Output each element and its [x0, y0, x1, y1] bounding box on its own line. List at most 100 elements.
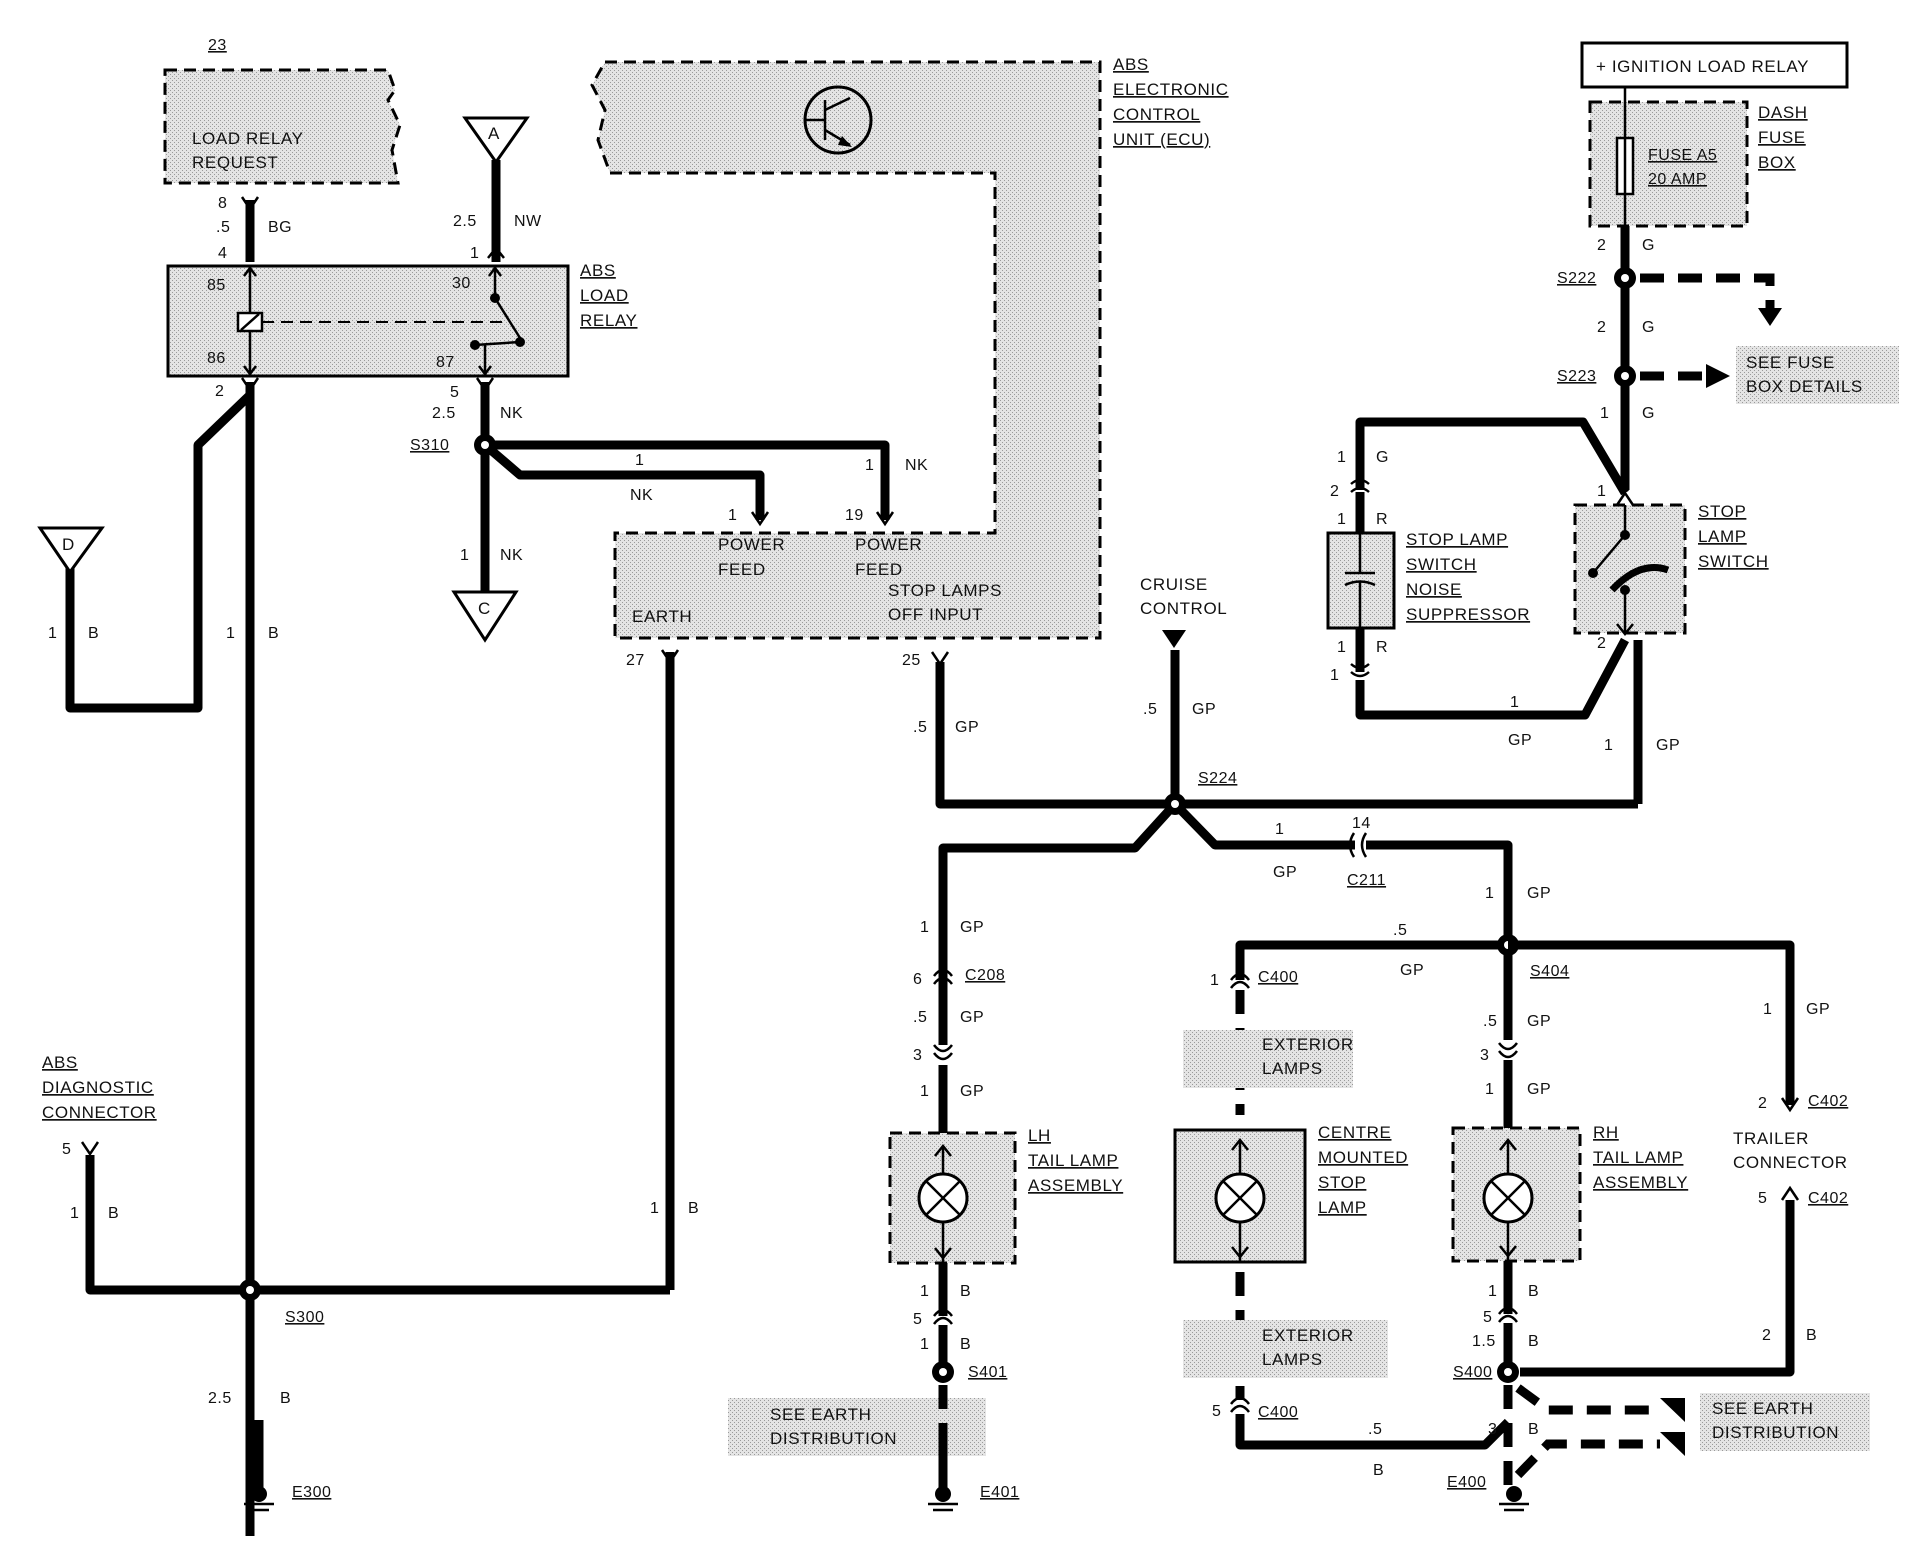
s404-label: S404: [1530, 963, 1569, 980]
c211-out-wire-gp: GP: [1527, 885, 1551, 902]
s310-wire-nk-1: NK: [630, 487, 653, 504]
abs-load-relay-label-3: RELAY: [580, 311, 638, 330]
ecu-label-3: CONTROL: [1113, 105, 1200, 124]
stop-switch-out-wire-size: 1: [1604, 737, 1613, 754]
suppressor-pin-1b: 1: [1330, 667, 1339, 684]
ecu-pin-25: 25: [902, 652, 921, 669]
trailer-wire-size-1: 1: [1763, 1001, 1772, 1018]
c400-pin-5: 5: [1212, 1403, 1221, 1420]
suppressor-wire-r-1: R: [1376, 511, 1388, 528]
suppressor-wire-size-2: 1: [1337, 639, 1346, 656]
c211-wire-size: 1: [1275, 821, 1284, 838]
trailer-wire-size-2: 2: [1762, 1327, 1771, 1344]
lh-wire-gp-1: GP: [960, 919, 984, 936]
s300-label: S300: [285, 1309, 324, 1326]
lh-see-earth-distribution-1: SEE EARTH: [770, 1405, 871, 1424]
rh-wire-size-15: 1.5: [1472, 1333, 1496, 1350]
ecu-stop-lamps: STOP LAMPS: [888, 581, 1002, 600]
lh-wire-size-1b: 1: [920, 1083, 929, 1100]
relay-pin-86: 86: [207, 350, 226, 367]
cruise-control-label-2: CONTROL: [1140, 599, 1227, 618]
ecu-pin-27: 27: [626, 652, 645, 669]
exterior-lamps-label-1: EXTERIOR: [1262, 1035, 1354, 1054]
relay-wire-bg: BG: [268, 219, 292, 236]
c211-pin: 14: [1352, 815, 1371, 832]
rh-tail-lamp-label-2: TAIL LAMP: [1593, 1148, 1683, 1167]
s310-wire-nk-3: NK: [500, 547, 523, 564]
trailer-connector-label-1: TRAILER: [1733, 1129, 1809, 1148]
suppressor-out-wire-size: 1: [1510, 694, 1519, 711]
ecu-label-2: ELECTRONIC: [1113, 80, 1229, 99]
cruise-wire-size: .5: [1143, 701, 1157, 718]
lh-wire-b-1: B: [960, 1283, 971, 1300]
connector-a: A 2.5 NW 1: [453, 116, 542, 262]
load-relay-request-label-2: REQUEST: [192, 153, 278, 172]
fuse-a5-label: FUSE A5: [1648, 147, 1717, 164]
ecu-pin-19: 19: [845, 507, 864, 524]
centre-wire-gp-top: GP: [1400, 962, 1424, 979]
s300-wire-size: 2.5: [208, 1390, 232, 1407]
centre-lamp-label-2: MOUNTED: [1318, 1148, 1408, 1167]
suppressor-label-4: SUPPRESSOR: [1406, 605, 1530, 624]
rh-tail-lamp-label-3: ASSEMBLY: [1593, 1173, 1688, 1192]
trailer-connector-label-2: CONNECTOR: [1733, 1153, 1848, 1172]
suppressor-pin-2: 2: [1330, 483, 1339, 500]
connector-a-label: A: [488, 124, 500, 143]
splice-s310: S310 1 NK 1 NK 1 NK 1 19: [410, 434, 928, 595]
abs-ecu: ABS ELECTRONIC CONTROL UNIT (ECU) POWER …: [590, 55, 1229, 640]
trailer-connector: 1 GP 2 C402 TRAILER CONNECTOR 5 C402 2 B: [1508, 940, 1848, 1377]
ecu-feed-2: FEED: [855, 560, 903, 579]
s400-label: S400: [1453, 1364, 1492, 1381]
ignition-load-relay-label: + IGNITION LOAD RELAY: [1596, 57, 1809, 76]
centre-lamp-label-3: STOP: [1318, 1173, 1366, 1192]
fuse-20-amp-label: 20 AMP: [1648, 171, 1707, 188]
rh-wire-size-05: .5: [1483, 1013, 1497, 1030]
s300-wire-size-ecu: 1: [650, 1200, 659, 1217]
s310-wire-3: 1: [460, 547, 469, 564]
ecu-feed-1: FEED: [718, 560, 766, 579]
suppressor-pin-1: 1: [1337, 511, 1346, 528]
e400-label: E400: [1447, 1474, 1486, 1491]
stop-switch-label-3: SWITCH: [1698, 552, 1769, 571]
load-relay-request-number: 23: [208, 37, 227, 54]
suppressor-label-2: SWITCH: [1406, 555, 1477, 574]
suppressor-wire-size-1: 1: [1337, 449, 1346, 466]
lh-tail-lamp-label-2: TAIL LAMP: [1028, 1151, 1118, 1170]
e401-label: E401: [980, 1484, 1019, 1501]
c208-label: C208: [965, 967, 1005, 984]
rh-tail-lamp-assembly: S404 .5 GP 3 1 GP RH TAIL LAMP ASSEMBLY …: [1447, 934, 1870, 1512]
dash-fuse-box-label-3: BOX: [1758, 153, 1796, 172]
splice-s222: S222 2 G: [1557, 267, 1782, 336]
lh-wire-gp-3: GP: [960, 1083, 984, 1100]
cruise-control: CRUISE CONTROL .5 GP: [1140, 575, 1227, 804]
dash-fuse-box-label-2: FUSE: [1758, 128, 1806, 147]
s223-wire-g: G: [1642, 405, 1655, 422]
rh-wire-b-3: B: [1528, 1421, 1539, 1438]
diag-connector-pin: 5: [62, 1141, 71, 1158]
rh-see-earth-distribution-1: SEE EARTH: [1712, 1399, 1813, 1418]
lh-tail-lamp-label-1: LH: [1028, 1126, 1051, 1145]
connector-d: D: [37, 526, 105, 575]
diag-wire-size: 1: [70, 1205, 79, 1222]
ecu-power-feed-1: POWER: [718, 535, 785, 554]
exterior-lamps-label-4: LAMPS: [1262, 1350, 1323, 1369]
wire-nk-relay: NK: [500, 405, 523, 422]
see-fuse-box-details-1: SEE FUSE: [1746, 353, 1835, 372]
wire-d-color: B: [88, 625, 99, 642]
ecu-label-4: UNIT (ECU): [1113, 130, 1210, 149]
c402-pin-2: 2: [1758, 1095, 1767, 1112]
lh-wire-b-2: B: [960, 1336, 971, 1353]
s300-wire-color-ecu: B: [688, 1200, 699, 1217]
ecu-25-wire-size: .5: [913, 719, 927, 736]
relay-pin-8: 8: [218, 195, 227, 212]
c211-label: C211: [1347, 872, 1386, 889]
ignition-load-relay: + IGNITION LOAD RELAY: [1580, 41, 1849, 89]
s401-label: S401: [968, 1364, 1007, 1381]
fuse-out-wire-size: 2: [1597, 237, 1606, 254]
diag-connector-label-1: ABS: [42, 1053, 78, 1072]
relay-pin-1: 1: [470, 245, 479, 262]
lh-wire-b-size-2: 1: [920, 1336, 929, 1353]
load-relay-request: 23 LOAD RELAY REQUEST: [163, 37, 402, 185]
splice-s223: S223 SEE FUSE BOX DETAILS 1 G: [1557, 346, 1899, 422]
